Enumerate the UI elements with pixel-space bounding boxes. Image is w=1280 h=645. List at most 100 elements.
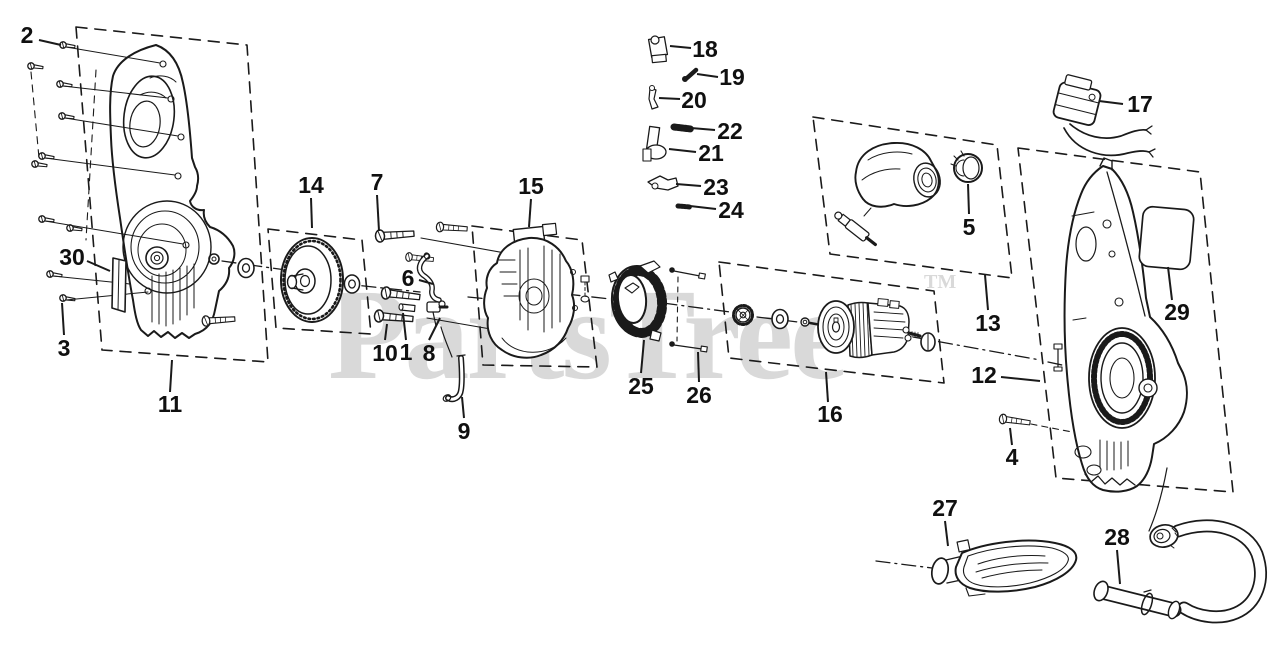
callout-22-leader <box>690 127 716 131</box>
left-housing-outline <box>109 44 236 339</box>
callout-28-leader <box>1116 549 1121 585</box>
knob-5 <box>950 150 983 183</box>
fastener-cluster <box>373 221 557 403</box>
straight-tube <box>1093 580 1182 620</box>
fan-key-notch <box>624 282 640 294</box>
motor-end-cap <box>920 332 936 352</box>
housing-scroll <box>1088 327 1158 429</box>
spark-plug <box>834 211 877 247</box>
housing-bearing-boss <box>145 246 169 270</box>
callout-13-label: 13 <box>975 310 1001 336</box>
housing-bottom-teeth <box>1084 473 1136 486</box>
callout-6-label: 6 <box>402 265 415 291</box>
callout-29-leader <box>1167 266 1173 301</box>
callout-22-label: 22 <box>717 118 743 144</box>
callout-1-leader <box>402 312 407 341</box>
housing-upper-recess <box>122 75 176 159</box>
callout-30-label: 30 <box>59 244 85 270</box>
callout-19-leader <box>696 73 719 78</box>
callout-17-label: 17 <box>1127 91 1153 117</box>
part-18 <box>647 35 669 64</box>
callout-14-label: 14 <box>298 172 324 198</box>
stand-tube-end <box>930 557 950 585</box>
callout-11-leader <box>169 359 173 393</box>
callout-7-leader <box>376 194 380 232</box>
housing-diagonal-rib <box>1106 171 1146 317</box>
callout-20-leader <box>658 97 681 100</box>
coil-wire-2 <box>1063 127 1150 157</box>
box-group-11 <box>75 26 269 363</box>
housing-top-tab <box>1099 157 1113 171</box>
housing-mount-hole <box>208 253 220 265</box>
stand-platform-rim <box>962 545 1069 588</box>
hose-connector <box>1149 524 1179 549</box>
engine-pin <box>580 275 590 303</box>
pinion-gear <box>732 304 754 326</box>
part-20 <box>648 85 659 110</box>
box-group-15 <box>471 225 598 368</box>
housing-scroll-1 <box>122 200 212 294</box>
callout-12-label: 12 <box>971 362 997 388</box>
callout-25-label: 25 <box>628 373 654 399</box>
callout-8-leader <box>428 317 441 341</box>
callout-14-leader <box>310 197 313 229</box>
right-housing-group <box>998 157 1195 532</box>
fan-tab-bottom <box>649 329 662 342</box>
standoff-12 <box>1053 343 1063 372</box>
washer-left <box>237 257 255 279</box>
tube-28-group <box>1093 519 1267 624</box>
callout-29-label: 29 <box>1164 299 1190 325</box>
stand-platform <box>954 539 1078 593</box>
callout-17-leader <box>1098 100 1124 105</box>
engine-details <box>498 245 578 353</box>
callout-6-leader <box>418 279 434 285</box>
screw-4-guide <box>1030 423 1073 433</box>
screws-26 <box>669 267 708 353</box>
screw-guide-dashes <box>30 69 97 241</box>
callout-16-leader <box>825 371 829 403</box>
flywheel-group <box>280 237 361 323</box>
part-24 <box>675 203 693 210</box>
housing-scroll-2 <box>130 210 200 284</box>
fan-group <box>608 260 708 353</box>
fan-tab-left <box>608 271 619 283</box>
callout-23-label: 23 <box>703 174 729 200</box>
coil-wire-1 <box>1069 123 1147 139</box>
callout-26-leader <box>697 351 700 383</box>
callout-26-label: 26 <box>686 382 712 408</box>
callout-4-label: 4 <box>1006 444 1019 470</box>
callout-18-label: 18 <box>692 36 718 62</box>
callout-3-leader <box>61 302 65 336</box>
callout-9-label: 9 <box>458 418 471 444</box>
engine-outline <box>483 236 576 359</box>
callout-20-label: 20 <box>681 87 707 113</box>
callout-24-leader <box>689 205 717 210</box>
motor-body <box>847 298 912 359</box>
callout-15-label: 15 <box>518 173 544 199</box>
stand-group <box>930 539 1078 597</box>
fan-rim <box>610 265 666 337</box>
flywheel-shaft <box>286 274 298 290</box>
part-19 <box>682 67 699 83</box>
motor-front-disk <box>817 300 855 354</box>
housing-screw-bosses <box>144 60 190 295</box>
callout-16-label: 16 <box>817 401 843 427</box>
callout-1-label: 1 <box>400 339 413 365</box>
housing-to-tube-line <box>1148 467 1168 532</box>
valve-8 <box>426 300 449 327</box>
shaft-nut <box>800 317 810 327</box>
bolt-7b <box>435 221 469 235</box>
box-group-12 <box>1017 147 1234 493</box>
part-23 <box>647 175 679 191</box>
grommet-washer <box>771 308 789 330</box>
callout-23-leader <box>675 183 702 187</box>
part-22 <box>670 123 695 133</box>
callout-27-label: 27 <box>932 495 958 521</box>
callout-11-label: 11 <box>158 391 183 417</box>
box-group-16 <box>718 261 945 384</box>
engine-group <box>483 222 590 359</box>
callout-19-label: 19 <box>719 64 745 90</box>
box-group-14 <box>267 228 372 335</box>
